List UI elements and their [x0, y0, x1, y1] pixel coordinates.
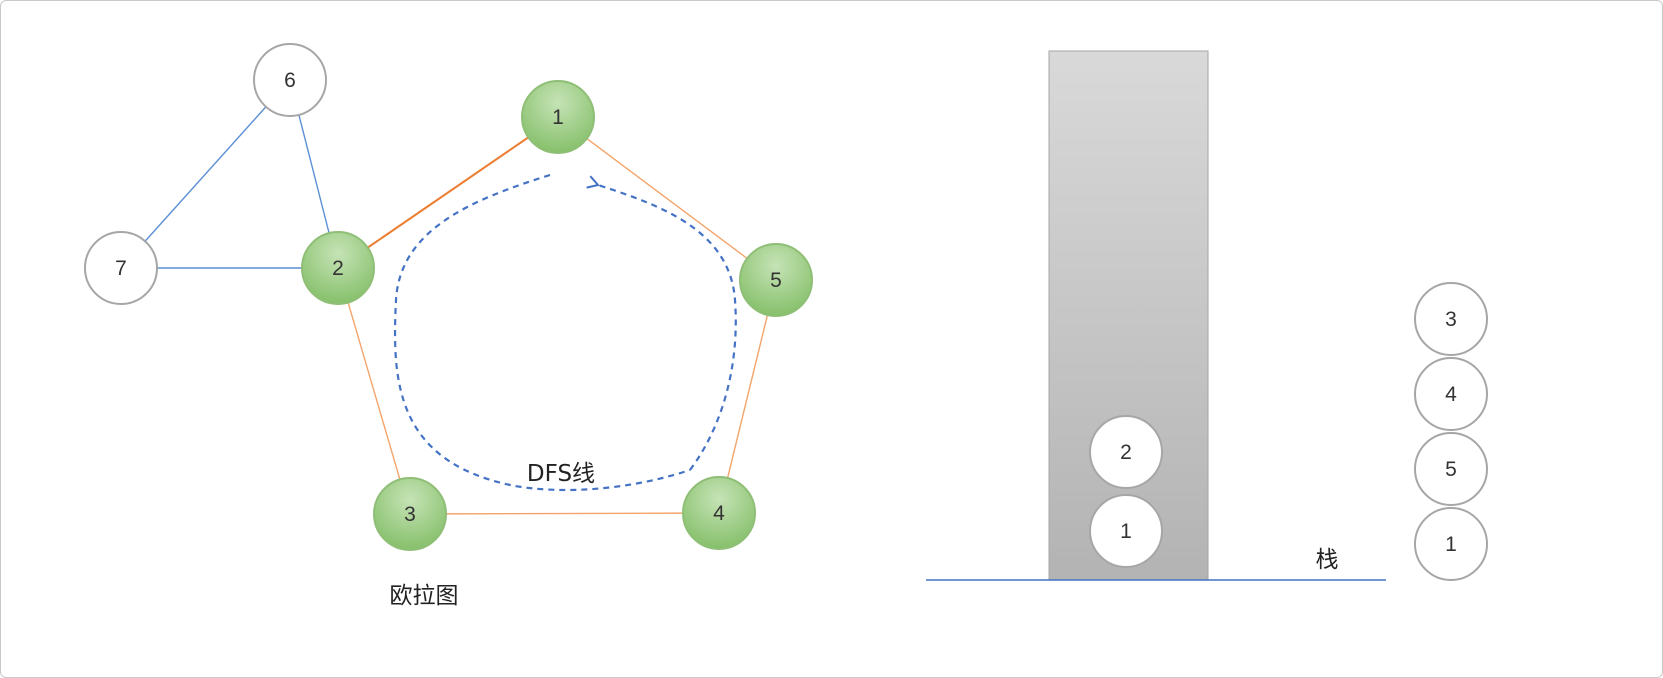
output-item-circle — [1414, 432, 1488, 506]
dfs-path-right — [586, 175, 737, 471]
output-item-label: 1 — [1445, 533, 1457, 556]
graph-caption: 欧拉图 — [390, 583, 459, 609]
output-item-circle — [1414, 357, 1488, 431]
stack-container — [1048, 50, 1209, 581]
node-circle — [373, 477, 447, 551]
output-item: 4 — [1414, 357, 1488, 431]
node-circle — [521, 80, 595, 154]
graph-edges — [144, 106, 769, 515]
stack-item: 1 — [1089, 494, 1163, 568]
stack-items: 12 — [1089, 415, 1163, 568]
output-item-label: 3 — [1445, 308, 1457, 331]
stack-item-label: 2 — [1120, 441, 1132, 464]
dfs-label: DFS线 — [527, 461, 595, 487]
node-1: 1 — [521, 80, 595, 154]
stack-item-circle — [1089, 415, 1163, 489]
node-circle — [301, 231, 375, 305]
edge-2-3 — [347, 302, 401, 480]
node-5: 5 — [739, 243, 813, 317]
node-2: 2 — [301, 231, 375, 305]
node-label: 6 — [284, 69, 296, 92]
node-7: 7 — [84, 231, 158, 305]
output-item-label: 4 — [1445, 383, 1457, 406]
node-label: 5 — [770, 269, 782, 292]
node-label: 1 — [552, 106, 564, 129]
stack-label: 栈 — [1316, 547, 1339, 573]
output-sequence: 3 4 5 1 — [1414, 282, 1488, 581]
node-3: 3 — [373, 477, 447, 551]
edge-5-1 — [586, 137, 748, 260]
stack-item: 2 — [1089, 415, 1163, 489]
edge-4-5 — [726, 314, 769, 479]
output-item: 3 — [1414, 282, 1488, 356]
node-circle — [682, 476, 756, 550]
output-item: 5 — [1414, 432, 1488, 506]
node-4: 4 — [682, 476, 756, 550]
node-circle — [253, 43, 327, 117]
output-item: 1 — [1414, 507, 1488, 581]
graph-nodes: 1 2 3 4 5 6 7 — [84, 43, 813, 551]
output-item-label: 5 — [1445, 458, 1457, 481]
stack-item-circle — [1089, 494, 1163, 568]
edge-2-6 — [298, 114, 330, 234]
node-label: 4 — [713, 502, 725, 525]
output-item-circle — [1414, 282, 1488, 356]
output-item-circle — [1414, 507, 1488, 581]
stack-item-label: 1 — [1120, 520, 1132, 543]
edge-6-7 — [144, 106, 267, 242]
node-label: 3 — [404, 503, 416, 526]
node-label: 7 — [115, 257, 127, 280]
node-6: 6 — [253, 43, 327, 117]
dfs-path-left — [393, 173, 691, 492]
node-circle — [84, 231, 158, 305]
node-circle — [739, 243, 813, 317]
node-label: 2 — [332, 257, 344, 280]
edge-1-2 — [367, 136, 529, 249]
edge-3-4 — [445, 512, 684, 515]
